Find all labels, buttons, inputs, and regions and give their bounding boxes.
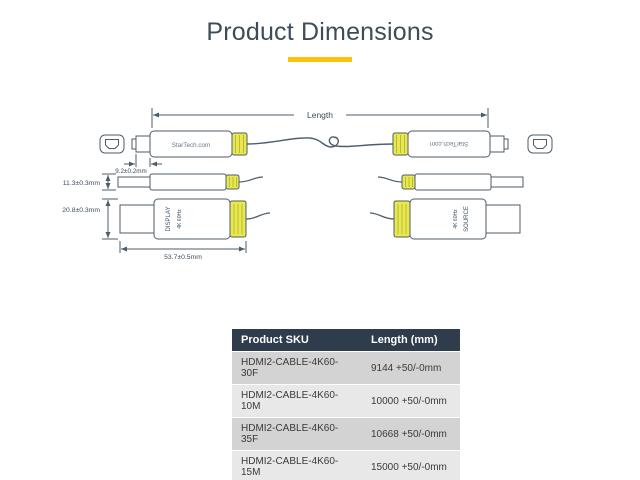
column-header-length: Length (mm) bbox=[362, 329, 460, 352]
height-dimension bbox=[102, 173, 116, 191]
page-title: Product Dimensions bbox=[206, 18, 434, 46]
table-row: HDMI2-CABLE-4K60-10M 10000 +50/-0mm bbox=[232, 384, 460, 418]
display-port-sublabel: 4K 60Hz bbox=[177, 209, 183, 229]
connector-side-left bbox=[117, 173, 264, 191]
length-dimension bbox=[151, 107, 489, 128]
hdmi-end-view-right bbox=[527, 134, 553, 154]
connector-top-left bbox=[131, 130, 248, 158]
brand-text-right: StarTech.com bbox=[430, 140, 469, 147]
body-length-dimension-label: 53.7±0.5mm bbox=[164, 254, 202, 261]
sku-cell: HDMI2-CABLE-4K60-10M bbox=[232, 384, 362, 418]
brand-text-left: StarTech.com bbox=[172, 142, 211, 149]
title-accent-bar bbox=[288, 57, 352, 62]
width-dimension bbox=[102, 198, 118, 240]
height-dimension-label: 11.3±0.3mm bbox=[63, 180, 101, 187]
hdmi-end-view-left bbox=[99, 134, 125, 154]
length-cell: 15000 +50/-0mm bbox=[362, 450, 460, 480]
length-cell: 9144 +50/-0mm bbox=[362, 351, 460, 385]
display-port-label: DISPLAY bbox=[166, 207, 172, 232]
table-row: HDMI2-CABLE-4K60-15M 15000 +50/-0mm bbox=[232, 450, 460, 480]
connector-side-right bbox=[377, 173, 524, 191]
connector-front-left bbox=[119, 198, 271, 240]
length-cell: 10000 +50/-0mm bbox=[362, 384, 460, 418]
connector-front-right bbox=[369, 198, 521, 240]
connector-top-right bbox=[392, 130, 509, 158]
sku-cell: HDMI2-CABLE-4K60-15M bbox=[232, 450, 362, 480]
cable-dimensions-diagram: Length StarTech.com StarTech.com 9.2±0.2… bbox=[62, 107, 553, 261]
product-sku-table: Product SKU Length (mm) HDMI2-CABLE-4K60… bbox=[232, 329, 460, 480]
length-cell: 10668 +50/-0mm bbox=[362, 417, 460, 451]
length-label: Length bbox=[307, 110, 333, 120]
sku-cell: HDMI2-CABLE-4K60-30F bbox=[232, 351, 362, 385]
tip-dimension-label: 9.2±0.2mm bbox=[115, 168, 146, 175]
sku-cell: HDMI2-CABLE-4K60-35F bbox=[232, 417, 362, 451]
tip-dimension bbox=[124, 154, 162, 167]
body-length-dimension bbox=[119, 241, 247, 253]
cable-line bbox=[246, 136, 394, 148]
column-header-product-sku: Product SKU bbox=[232, 329, 362, 352]
source-port-label: SOURCE bbox=[464, 206, 470, 232]
table-header-row: Product SKU Length (mm) bbox=[232, 329, 460, 352]
table-row: HDMI2-CABLE-4K60-30F 9144 +50/-0mm bbox=[232, 351, 460, 385]
source-port-sublabel: 4K 60Hz bbox=[453, 209, 459, 229]
table-row: HDMI2-CABLE-4K60-35F 10668 +50/-0mm bbox=[232, 417, 460, 451]
width-dimension-label: 20.8±0.3mm bbox=[62, 207, 100, 214]
